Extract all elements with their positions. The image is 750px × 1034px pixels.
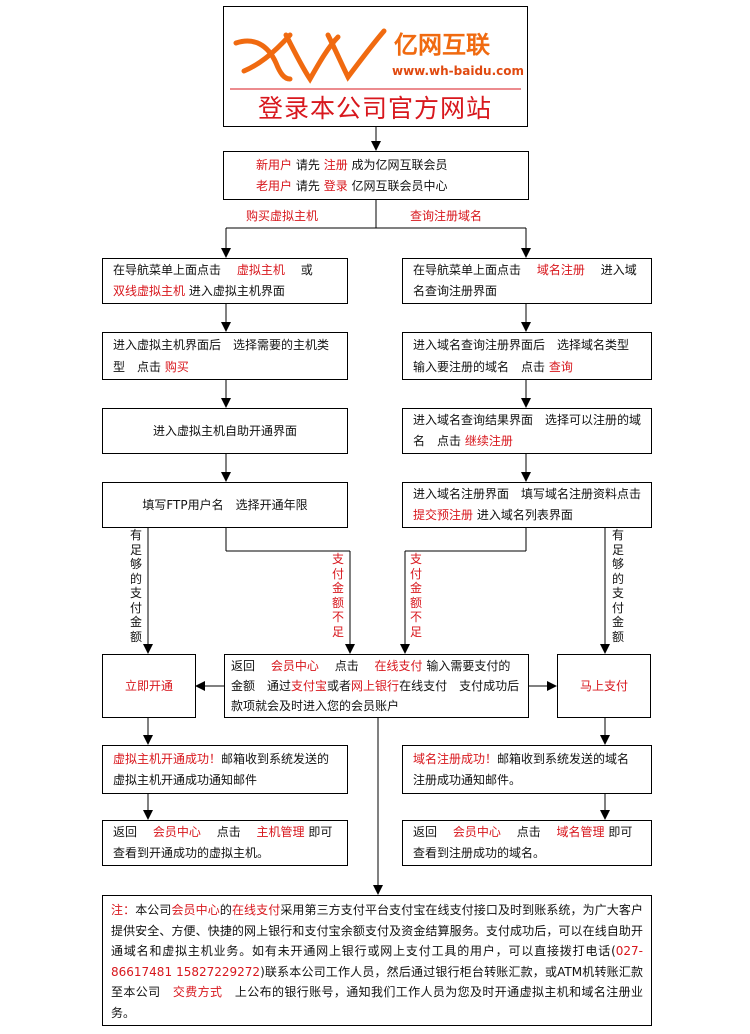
text: )联系本公司工作人员，然后通过银行柜台转账汇款，或ATM机转账汇款至本公司 [111, 964, 644, 1000]
text: 的 [219, 903, 232, 917]
text: 点击 [216, 825, 241, 839]
text: 在导航菜单上面点击 [413, 263, 522, 277]
text: 进入域名注册界面 填写域名注册资料点击 [413, 487, 642, 501]
login-link[interactable]: 登录 [323, 178, 348, 193]
logo-headline: 登录本公司官方网站 [258, 94, 492, 123]
text: 返回 [231, 659, 256, 673]
text: 进入虚拟主机界面后 选择需要的主机类型 点击 [113, 338, 330, 374]
text: 即可查看到开通成功的虚拟主机。 [113, 825, 333, 860]
please-text: 请先 [295, 157, 320, 172]
right-step-2: 进入域名查询注册界面后 选择域名类型 输入要注册的域名 点击 查询 [402, 332, 652, 380]
text: 返回 [113, 825, 138, 839]
left-success-box: 虚拟主机开通成功！邮箱收到系统发送的虚拟主机开通成功通知邮件 [102, 745, 348, 794]
please-text: 请先 [295, 178, 320, 193]
right-step-3: 进入域名查询结果界面 选择可以注册的域名 点击 继续注册 [402, 408, 652, 454]
domain-register-link[interactable]: 域名注册 [536, 263, 585, 277]
text: 邮箱收到系统发送的域名注册成功通知邮件。 [413, 751, 630, 787]
member-center-link[interactable]: 会员中心 [152, 825, 201, 839]
buy-link[interactable]: 购买 [164, 360, 189, 374]
left-step-3: 进入虚拟主机自助开通界面 [102, 408, 348, 454]
text: 点击 [516, 825, 541, 839]
logo-panel: 亿网互联 www.wh-baidu.com 登录本公司官方网站 [223, 6, 528, 127]
text: 或 [300, 263, 313, 277]
text: 进入域名列表界面 [476, 508, 573, 522]
new-user-label: 新用户 [256, 157, 293, 172]
left-insufficient-funds-label: 支付金额不足 [331, 552, 344, 639]
online-bank-link[interactable]: 网上银行 [351, 679, 400, 693]
member-center-link[interactable]: 会员中心 [270, 659, 319, 673]
text: 返回 [413, 825, 438, 839]
right-final-box: 返回 会员中心 点击 域名管理 即可查看到注册成功的域名。 [402, 820, 652, 866]
right-step-1: 在导航菜单上面点击 域名注册 进入域名查询注册界面 [402, 258, 652, 304]
text: 采用第三方支付平台支付宝在线支付接口及时到账系统，为广大客户提供安全、方便、快捷… [111, 903, 643, 958]
open-now-box[interactable]: 立即开通 [102, 654, 196, 718]
submit-preregister-link[interactable]: 提交预注册 [413, 508, 474, 522]
member-center-link[interactable]: 会员中心 [171, 903, 220, 917]
text: 邮箱收到系统发送的虚拟主机开通成功通知邮件 [113, 751, 330, 787]
text: 点击 [334, 659, 359, 673]
new-user-line: 新用户 请先 注册 成为亿网互联会员 [256, 155, 528, 176]
virtual-host-link[interactable]: 虚拟主机 [236, 263, 285, 277]
text: 即可查看到注册成功的域名。 [413, 825, 633, 860]
phone-numbers: 027-86617481 15827229272 [111, 944, 643, 979]
text: 进入域名查询结果界面 选择可以注册的域名 点击 [413, 413, 642, 448]
branch-label-query-domain: 查询注册域名 [410, 209, 483, 223]
host-manage-link[interactable]: 主机管理 [256, 825, 305, 839]
left-step-4: 填写FTP用户名 选择开通年限 [102, 482, 348, 528]
member-center-text: 亿网互联会员中心 [351, 178, 448, 193]
member-center-link[interactable]: 会员中心 [452, 825, 501, 839]
text: 在线支付 支付成功后款项就会及时进入您的会员账户 [231, 679, 520, 713]
text: 进入虚拟主机界面 [188, 284, 285, 298]
logo-url-text: www.wh-baidu.com [392, 64, 524, 78]
left-step-1: 在导航菜单上面点击 虚拟主机 或 双线虚拟主机 进入虚拟主机界面 [102, 258, 348, 304]
text: 本公司 [135, 903, 172, 917]
right-step-4: 进入域名注册界面 填写域名注册资料点击 提交预注册 进入域名列表界面 [402, 482, 652, 528]
note-box: 注：本公司会员中心的在线支付采用第三方支付平台支付宝在线支付接口及时到账系统，为… [102, 895, 652, 1026]
register-link[interactable]: 注册 [323, 157, 348, 172]
old-user-label: 老用户 [256, 178, 293, 193]
right-enough-funds-label: 有足够的支付金额 [611, 528, 624, 644]
text: 输入需要支付的金额 通过 [231, 659, 511, 693]
text: 进入域名查询注册界面后 选择域名类型 输入要注册的域名 点击 [413, 338, 642, 374]
alipay-link[interactable]: 支付宝 [291, 679, 328, 693]
right-insufficient-funds-label: 支付金额不足 [409, 552, 422, 639]
payment-method-link[interactable]: 交费方式 [172, 985, 223, 999]
note-label: 注： [111, 903, 136, 917]
text: 在导航菜单上面点击 [113, 263, 222, 277]
registration-box: 新用户 请先 注册 成为亿网互联会员 老用户 请先 登录 亿网互联会员中心 [223, 151, 529, 200]
logo-brand-text: 亿网互联 [394, 31, 490, 59]
payment-box: 返回 会员中心 点击 在线支付 输入需要支付的金额 通过支付宝或者网上银行在线支… [224, 654, 529, 718]
right-success-box: 域名注册成功！邮箱收到系统发送的域名注册成功通知邮件。 [402, 745, 652, 794]
query-link[interactable]: 查询 [548, 360, 573, 374]
pay-now-box[interactable]: 马上支付 [557, 654, 651, 718]
continue-register-link[interactable]: 继续注册 [464, 434, 513, 448]
host-success-text: 虚拟主机开通成功！ [113, 751, 222, 766]
left-enough-funds-label: 有足够的支付金额 [129, 528, 142, 644]
domain-success-text: 域名注册成功！ [413, 751, 498, 766]
text: 上公布的银行账号，通知我们工作人员为您及时开通虚拟主机和域名注册业务。 [111, 985, 643, 1020]
dual-line-host-link[interactable]: 双线虚拟主机 [113, 284, 186, 298]
text: 进入域名查询注册界面 [413, 263, 637, 298]
domain-manage-link[interactable]: 域名管理 [556, 825, 605, 839]
left-step-2: 进入虚拟主机界面后 选择需要的主机类型 点击 购买 [102, 332, 348, 380]
become-member-text: 成为亿网互联会员 [351, 157, 448, 172]
company-logo: 亿网互联 www.wh-baidu.com 登录本公司官方网站 [230, 28, 524, 123]
text: 或者 [327, 679, 352, 693]
online-pay-link[interactable]: 在线支付 [374, 659, 423, 673]
branch-label-buy-host: 购买虚拟主机 [246, 209, 319, 223]
old-user-line: 老用户 请先 登录 亿网互联会员中心 [256, 176, 528, 197]
left-final-box: 返回 会员中心 点击 主机管理 即可查看到开通成功的虚拟主机。 [102, 820, 348, 866]
online-pay-link[interactable]: 在线支付 [231, 903, 281, 917]
